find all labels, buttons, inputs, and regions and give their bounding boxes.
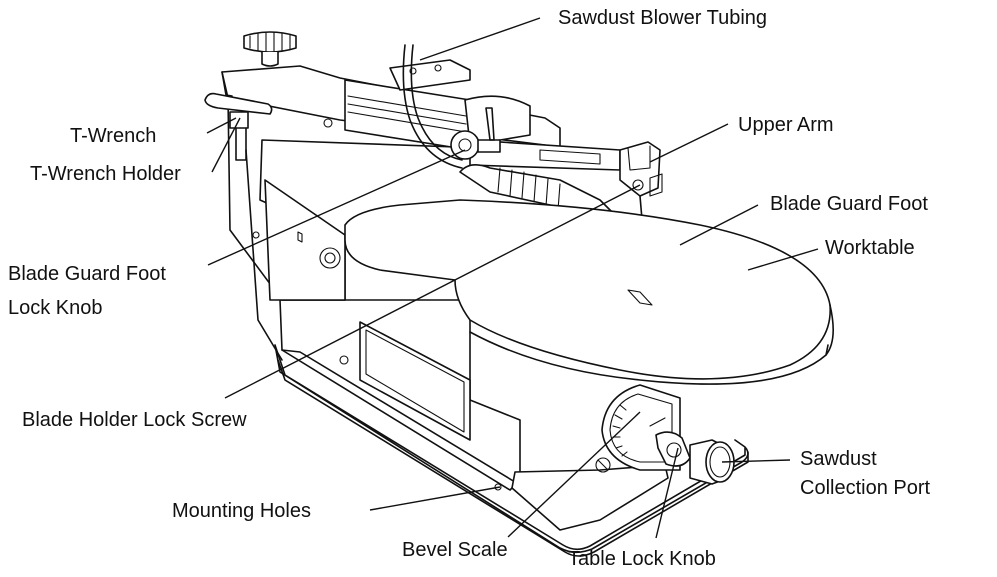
label-sawdust-collection-port-line2: Collection Port bbox=[800, 477, 931, 499]
label-table-lock-knob: Table Lock Knob bbox=[568, 548, 716, 570]
label-upper-arm: Upper Arm bbox=[738, 114, 834, 136]
saw-body bbox=[204, 31, 834, 531]
label-worktable: Worktable bbox=[825, 237, 915, 259]
label-sawdust-blower-tubing: Sawdust Blower Tubing bbox=[558, 7, 768, 29]
label-blade-holder-lock-screw: Blade Holder Lock Screw bbox=[22, 409, 247, 431]
label-blade-guard-foot-lock-knob-line2: Lock Knob bbox=[8, 297, 103, 319]
label-blade-guard-foot-lock-knob-line1: Blade Guard Foot bbox=[8, 263, 166, 285]
base-plate bbox=[274, 344, 749, 557]
label-t-wrench-holder: T-Wrench Holder bbox=[30, 163, 181, 185]
label-sawdust-collection-port-line1: Sawdust bbox=[800, 448, 877, 470]
label-blade-guard-foot: Blade Guard Foot bbox=[770, 193, 928, 215]
label-t-wrench: T-Wrench bbox=[70, 125, 157, 147]
label-mounting-holes: Mounting Holes bbox=[172, 500, 311, 522]
leader-lines bbox=[206, 17, 819, 539]
label-bevel-scale: Bevel Scale bbox=[402, 539, 508, 561]
